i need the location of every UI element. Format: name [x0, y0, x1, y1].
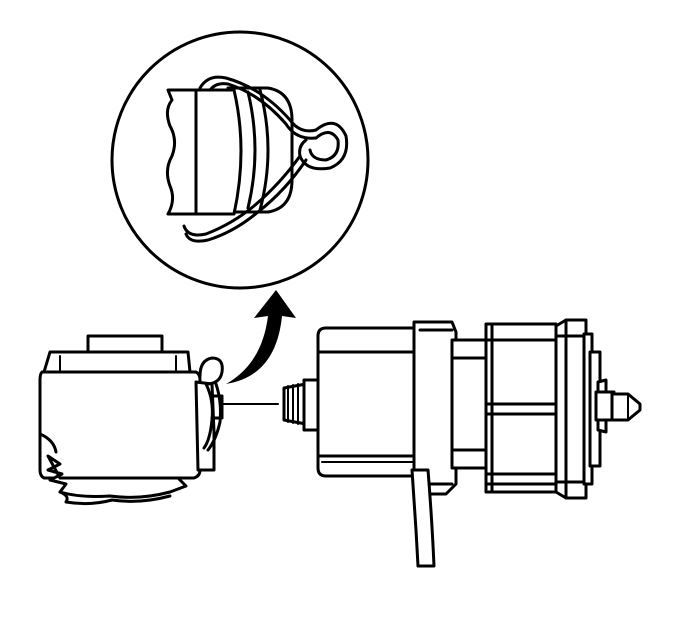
barrel [316, 326, 422, 478]
lock-cylinder-assembly [282, 318, 642, 568]
rear-housing [484, 322, 558, 494]
callout-arrow [226, 290, 296, 384]
threaded-nose [282, 378, 322, 432]
retaining-clip-detail [182, 75, 349, 243]
cylinder-component [38, 334, 224, 506]
mounting-bracket [410, 320, 458, 568]
key-tip [610, 392, 642, 422]
end-cap [588, 350, 616, 468]
connector-detail [165, 86, 294, 216]
end-flange [554, 318, 594, 500]
retaining-clip [198, 356, 279, 452]
center-section [450, 338, 492, 470]
detail-view [110, 30, 370, 290]
